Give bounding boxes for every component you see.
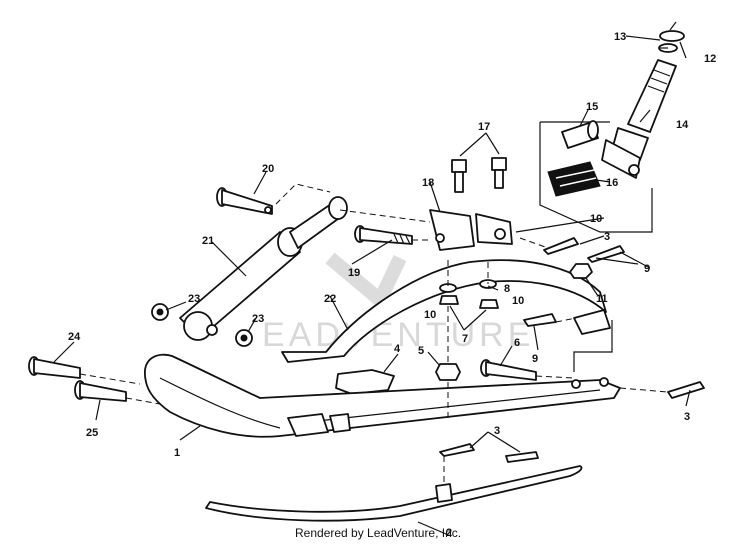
shock-absorber-part-21 [179,196,348,341]
callout-15: 15 [586,101,598,113]
leaf-spring-part-22 [281,259,611,363]
callout-10b: 10 [424,309,436,321]
callout-8: 8 [504,283,510,295]
callout-25: 25 [86,427,98,439]
leader-lines [53,35,691,535]
callout-16: 16 [606,177,618,189]
callout-22: 22 [324,293,336,305]
callout-23b: 23 [252,313,264,325]
callout-2: 2 [446,527,452,539]
callout-21: 21 [202,235,214,247]
callout-3a: 3 [604,231,610,243]
callout-6: 6 [514,337,520,349]
watermark: EADVENTURE [262,252,534,354]
callout-7: 7 [462,333,468,345]
callout-20: 20 [262,163,274,175]
callout-18: 18 [422,177,434,189]
callout-5: 5 [418,345,424,357]
wear-bar-part-2 [205,465,583,522]
credit-line: Rendered by LeadVenture, Inc. [295,526,462,540]
assembly-lines [79,183,669,486]
callout-17: 17 [478,121,490,133]
callout-13: 13 [614,31,626,43]
callout-19: 19 [348,267,360,279]
callout-23a: 23 [188,293,200,305]
callout-12: 12 [704,53,716,65]
callout-11: 11 [596,293,608,305]
callout-3c: 3 [494,425,500,437]
bolt-part-19 [354,225,413,245]
watermark-text: EADVENTURE [262,316,534,354]
bracket-part-18 [429,209,513,251]
callout-labels: 1 2 3 3 3 4 5 6 7 8 9 9 10 10 10 11 12 1… [68,31,716,539]
bushing-part-23 [151,303,253,347]
block-part-16 [547,161,601,197]
pin-part-20 [216,187,273,215]
steering-spindle-part-14 [601,21,685,179]
nut-part-11 [569,263,593,279]
pin-part-24 [28,356,81,379]
bushing-part-15 [539,120,653,233]
callout-10c: 10 [512,295,524,307]
callout-14: 14 [676,119,689,131]
callout-9b: 9 [532,353,538,365]
callout-1: 1 [174,447,180,459]
nut-part-5 [435,363,461,381]
callout-9a: 9 [644,263,650,275]
ski-part-1 [144,320,621,438]
callout-10a: 10 [590,213,602,225]
bolt-part-6 [480,359,537,381]
bolts-part-17 [451,132,507,193]
pin-part-25 [74,380,127,402]
callout-24: 24 [68,331,81,343]
callout-3b: 3 [684,411,690,423]
callout-4: 4 [394,343,401,355]
